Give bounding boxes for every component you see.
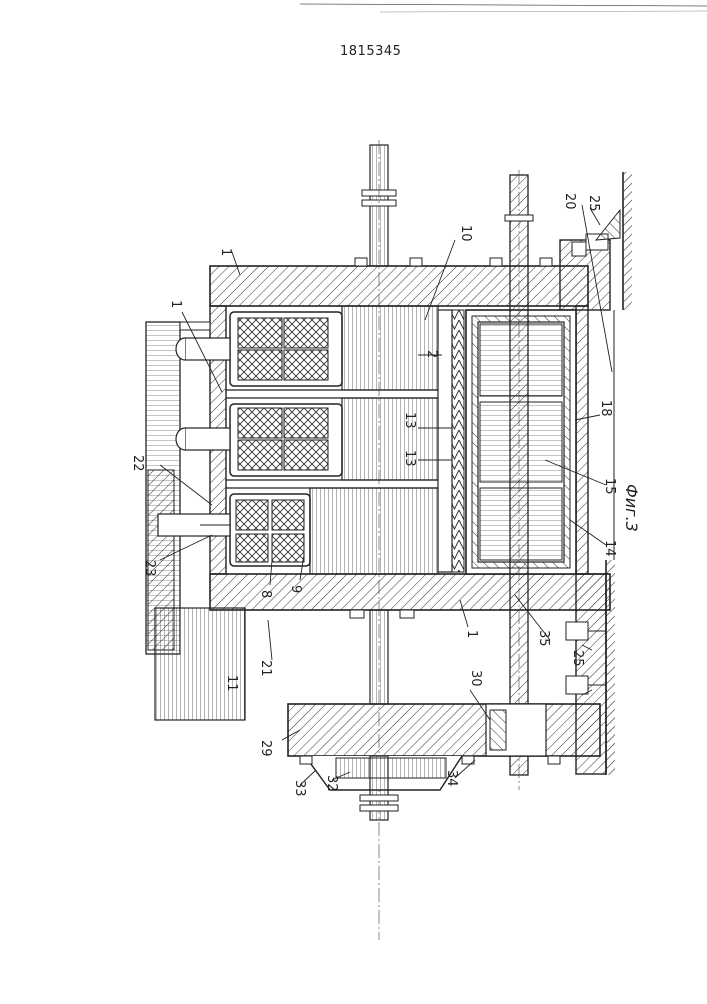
callout-1-top: 1 <box>218 248 233 256</box>
callout-25-top: 25 <box>586 195 601 212</box>
callout-32: 32 <box>324 775 339 792</box>
callout-21: 21 <box>258 660 273 677</box>
callout-25-bottom: 25 <box>570 650 585 667</box>
callout-1-left: 1 <box>168 300 183 308</box>
figure-label: Фиг.3 <box>622 484 641 532</box>
tooth-strip <box>438 310 464 572</box>
coil-row-3 <box>230 494 310 566</box>
callout-11: 11 <box>224 675 239 692</box>
callout-9: 9 <box>288 585 303 593</box>
callout-13-a: 13 <box>402 412 417 429</box>
callout-1-bottom: 1 <box>464 630 479 638</box>
upper-support-bracket <box>560 210 620 310</box>
coil-row-1 <box>230 312 342 386</box>
callout-35: 35 <box>536 630 551 647</box>
callout-22: 22 <box>130 455 145 472</box>
callout-20: 20 <box>562 193 577 210</box>
coil-row-2 <box>230 404 342 476</box>
top-end-plate <box>210 258 588 306</box>
callout-10: 10 <box>458 225 473 242</box>
callout-14: 14 <box>602 540 617 557</box>
callout-15: 15 <box>602 478 617 495</box>
callout-18: 18 <box>598 400 613 417</box>
callout-8: 8 <box>258 590 273 598</box>
callout-29: 29 <box>258 740 273 757</box>
callout-13-b: 13 <box>402 450 417 467</box>
callout-34: 34 <box>444 770 459 787</box>
callout-23: 23 <box>142 560 157 577</box>
patent-number: 1815345 <box>340 44 401 59</box>
callout-30: 30 <box>468 670 483 687</box>
callout-33: 33 <box>292 780 307 797</box>
callout-2: 2 <box>424 350 439 358</box>
